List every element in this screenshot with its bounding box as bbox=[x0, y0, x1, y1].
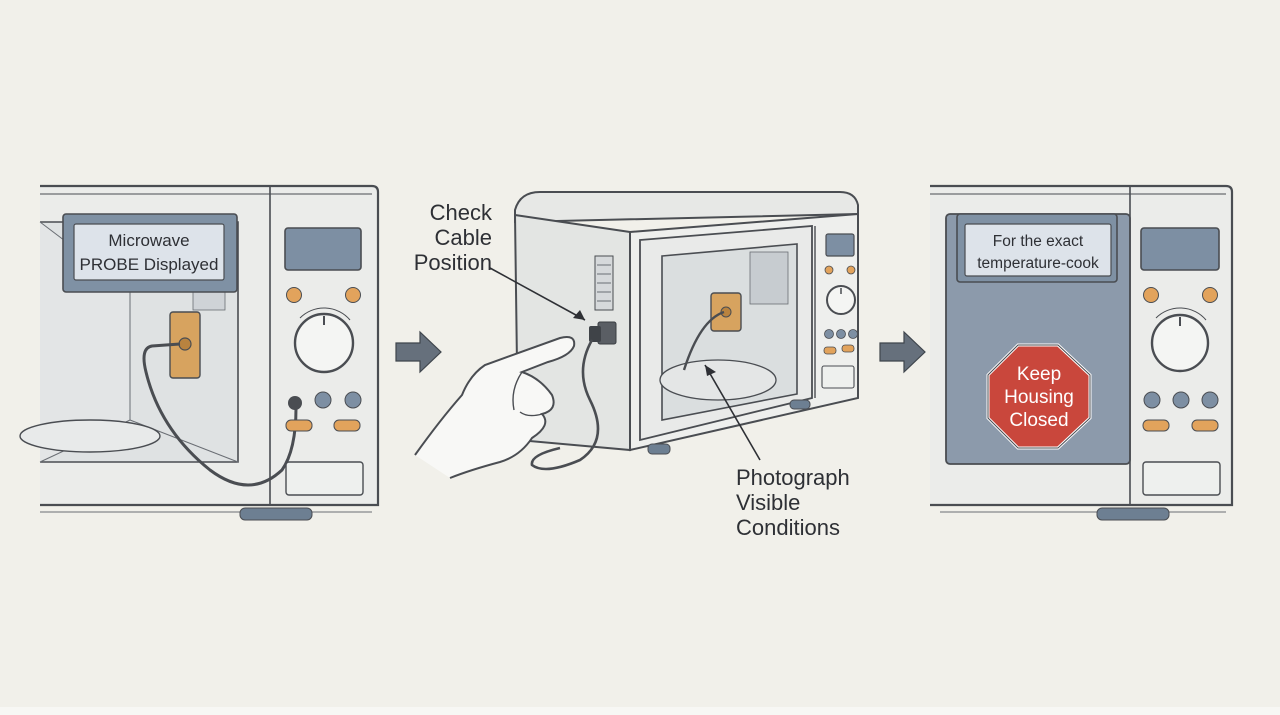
panel-2-microwave: Check Cable Position Photograph Visible … bbox=[414, 191, 859, 540]
callout-check-line-3: Position bbox=[414, 250, 492, 275]
stop-line-1: Keep bbox=[1017, 364, 1061, 385]
power-plug-icon bbox=[589, 321, 617, 345]
callout-check-line-2: Cable bbox=[435, 225, 492, 250]
label-3-line-2: temperature-cook bbox=[977, 255, 1099, 272]
control-dial-icon bbox=[1150, 307, 1210, 373]
bottom-edge bbox=[0, 707, 1280, 715]
pointing-hand-icon bbox=[414, 336, 576, 479]
stop-line-3: Closed bbox=[1009, 410, 1068, 431]
display-screen bbox=[284, 227, 362, 271]
panel-3-microwave: For the exact temperature-cook Keep Hous… bbox=[930, 184, 1234, 521]
display-screen bbox=[1140, 227, 1220, 271]
callout-check-line-1: Check bbox=[430, 200, 493, 225]
label-1-line-2: PROBE Displayed bbox=[80, 255, 219, 274]
probe-cable-icon bbox=[142, 342, 298, 487]
callout-photo-line-1: Photograph bbox=[736, 465, 850, 490]
right-arrow-icon bbox=[879, 330, 926, 374]
stop-sign-icon: Keep Housing Closed bbox=[986, 343, 1092, 450]
panel-1-microwave: Microwave PROBE Displayed bbox=[19, 184, 380, 521]
stop-line-2: Housing bbox=[1004, 387, 1074, 408]
control-dial-icon bbox=[293, 307, 355, 374]
label-3-line-1: For the exact bbox=[993, 233, 1084, 250]
callout-photo-line-2: Visible bbox=[736, 490, 800, 515]
label-1-line-1: Microwave bbox=[108, 231, 189, 250]
right-arrow-icon bbox=[395, 330, 442, 374]
callout-photo-line-3: Conditions bbox=[736, 515, 840, 540]
